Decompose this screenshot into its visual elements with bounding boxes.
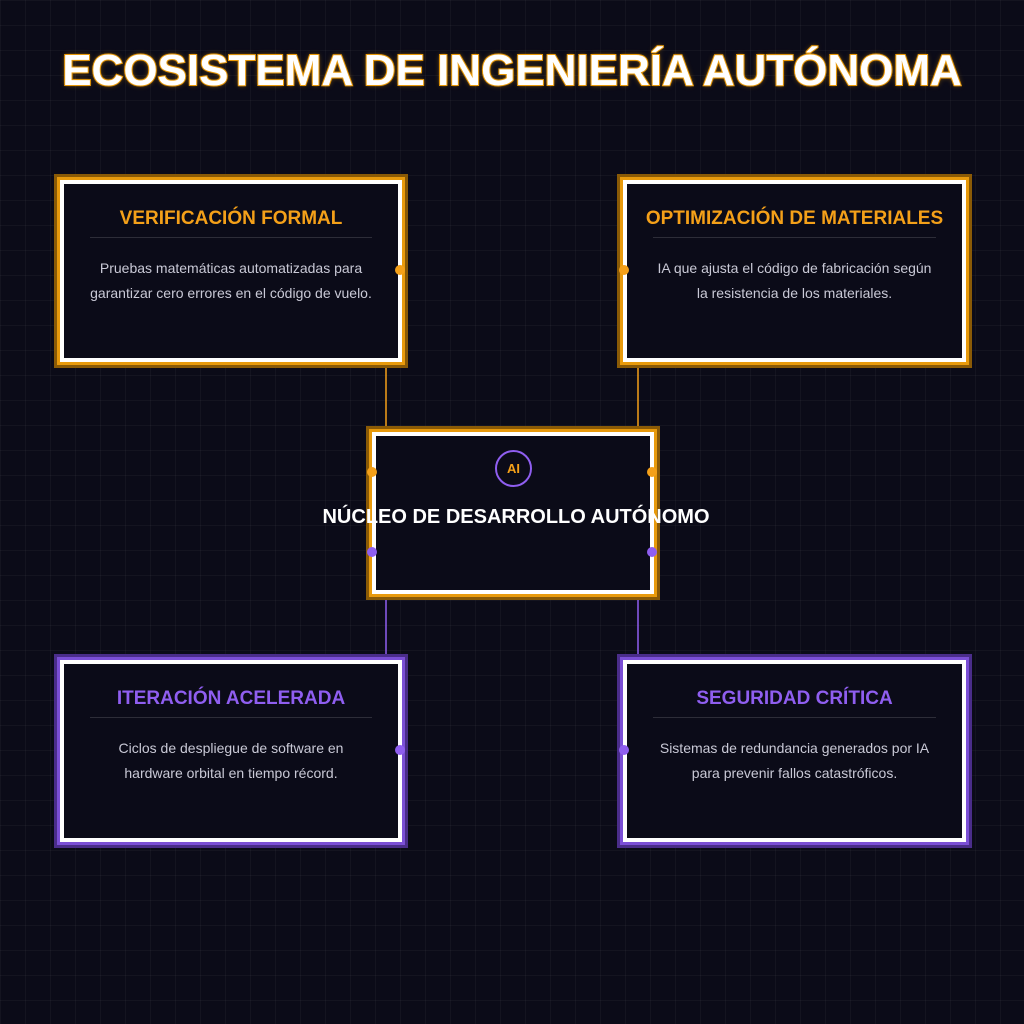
card-description: Pruebas matemáticas automatizadas para g… — [90, 260, 372, 301]
card-verificacion-formal: VERIFICACIÓN FORMAL Pruebas matemáticas … — [60, 180, 402, 362]
core-node: AI NÚCLEO DE DESARROLLO AUTÓNOMO — [322, 432, 710, 594]
card-optimizacion-materiales: OPTIMIZACIÓN DE MATERIALES IA que ajusta… — [623, 180, 966, 362]
card-divider — [653, 237, 936, 238]
connector-dot — [647, 467, 657, 477]
connector-dot — [367, 467, 377, 477]
card-description: Sistemas de redundancia generados por IA… — [659, 740, 930, 781]
ai-badge-icon: AI — [495, 450, 532, 487]
core-title: NÚCLEO DE DESARROLLO AUTÓNOMO — [322, 506, 710, 528]
card-description: IA que ajusta el código de fabricación s… — [657, 260, 932, 301]
card-divider — [90, 717, 372, 718]
card-title: ITERACIÓN ACELERADA — [116, 688, 346, 709]
card-description: Ciclos de despliegue de software en hard… — [118, 740, 344, 781]
diagram-title: ECOSISTEMA DE INGENIERÍA AUTÓNOMA — [61, 45, 963, 96]
card-seguridad-critica: SEGURIDAD CRÍTICA Sistemas de redundanci… — [623, 660, 966, 842]
connector-dot — [395, 265, 405, 275]
card-title: VERIFICACIÓN FORMAL — [119, 208, 343, 229]
connector-dot — [647, 547, 657, 557]
connector-dot — [619, 745, 629, 755]
connector-dot — [619, 265, 629, 275]
card-divider — [90, 237, 372, 238]
connector-dot — [367, 547, 377, 557]
card-title: OPTIMIZACIÓN DE MATERIALES — [645, 208, 944, 229]
connector-dot — [395, 745, 405, 755]
card-title: SEGURIDAD CRÍTICA — [696, 688, 893, 709]
card-divider — [653, 717, 936, 718]
